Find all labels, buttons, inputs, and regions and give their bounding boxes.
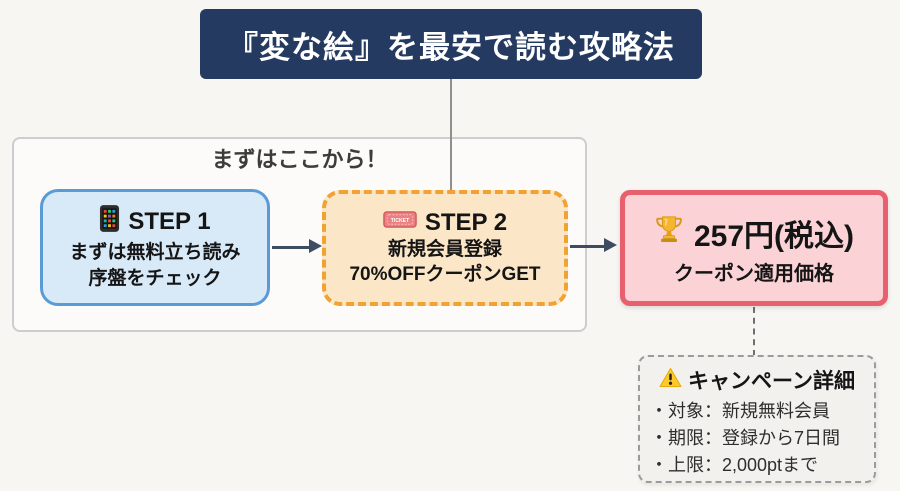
arrowhead-step2-to-price [604,238,617,252]
start-group-label: まずはここから！ [211,147,388,172]
campaign-heading-text: キャンペーン詳細 [688,370,855,393]
price-card: 257円(税込) クーポン適用価格 [620,190,888,306]
price-caption: クーポン適用価格 [674,262,834,285]
step1-line-2: 序盤をチェック [88,267,222,289]
step2-line-2: 70%OFFクーポンGET [349,264,541,285]
price-amount: 257円(税込) [693,219,855,253]
smartphone-icon [99,204,120,240]
campaign-item-limit: ・上限：2,000ptまで [650,455,819,475]
price-heading: 257円(税込) [654,211,854,255]
step1-line-1: まずは無料立ち読み [69,242,241,264]
connector-title-to-step2 [450,79,452,190]
title-text: 『変な絵』を最安で読む攻略法 [227,29,675,65]
step2-line-1: 新規会員登録 [387,238,502,260]
campaign-item-target: ・対象：新規無料会員 [650,401,830,421]
step1-heading-text: STEP 1 [128,208,211,236]
step2-heading: TICKET STEP 2 [383,209,507,237]
title-banner: 『変な絵』を最安で読む攻略法 [200,9,702,79]
campaign-heading: キャンペーン詳細 [650,365,864,395]
connector-price-to-campaign [753,307,755,356]
campaign-item-deadline: ・期限：登録から7日間 [650,428,841,448]
warning-icon [659,367,682,394]
step2-card: TICKET STEP 2 新規会員登録 70%OFFクーポンGET [322,190,568,306]
step1-heading: STEP 1 [99,204,211,240]
arrow-step1-to-step2 [272,246,310,249]
step2-heading-text: STEP 2 [424,208,508,236]
step1-card: STEP 1 まずは無料立ち読み 序盤をチェック [40,189,270,306]
campaign-card: キャンペーン詳細 ・対象：新規無料会員 ・期限：登録から7日間 ・上限：2,00… [638,355,876,483]
arrowhead-step1-to-step2 [309,239,322,253]
svg-text:TICKET: TICKET [391,218,410,224]
ticket-icon: TICKET [383,209,417,237]
arrow-step2-to-price [570,245,606,248]
trophy-icon [654,214,684,252]
